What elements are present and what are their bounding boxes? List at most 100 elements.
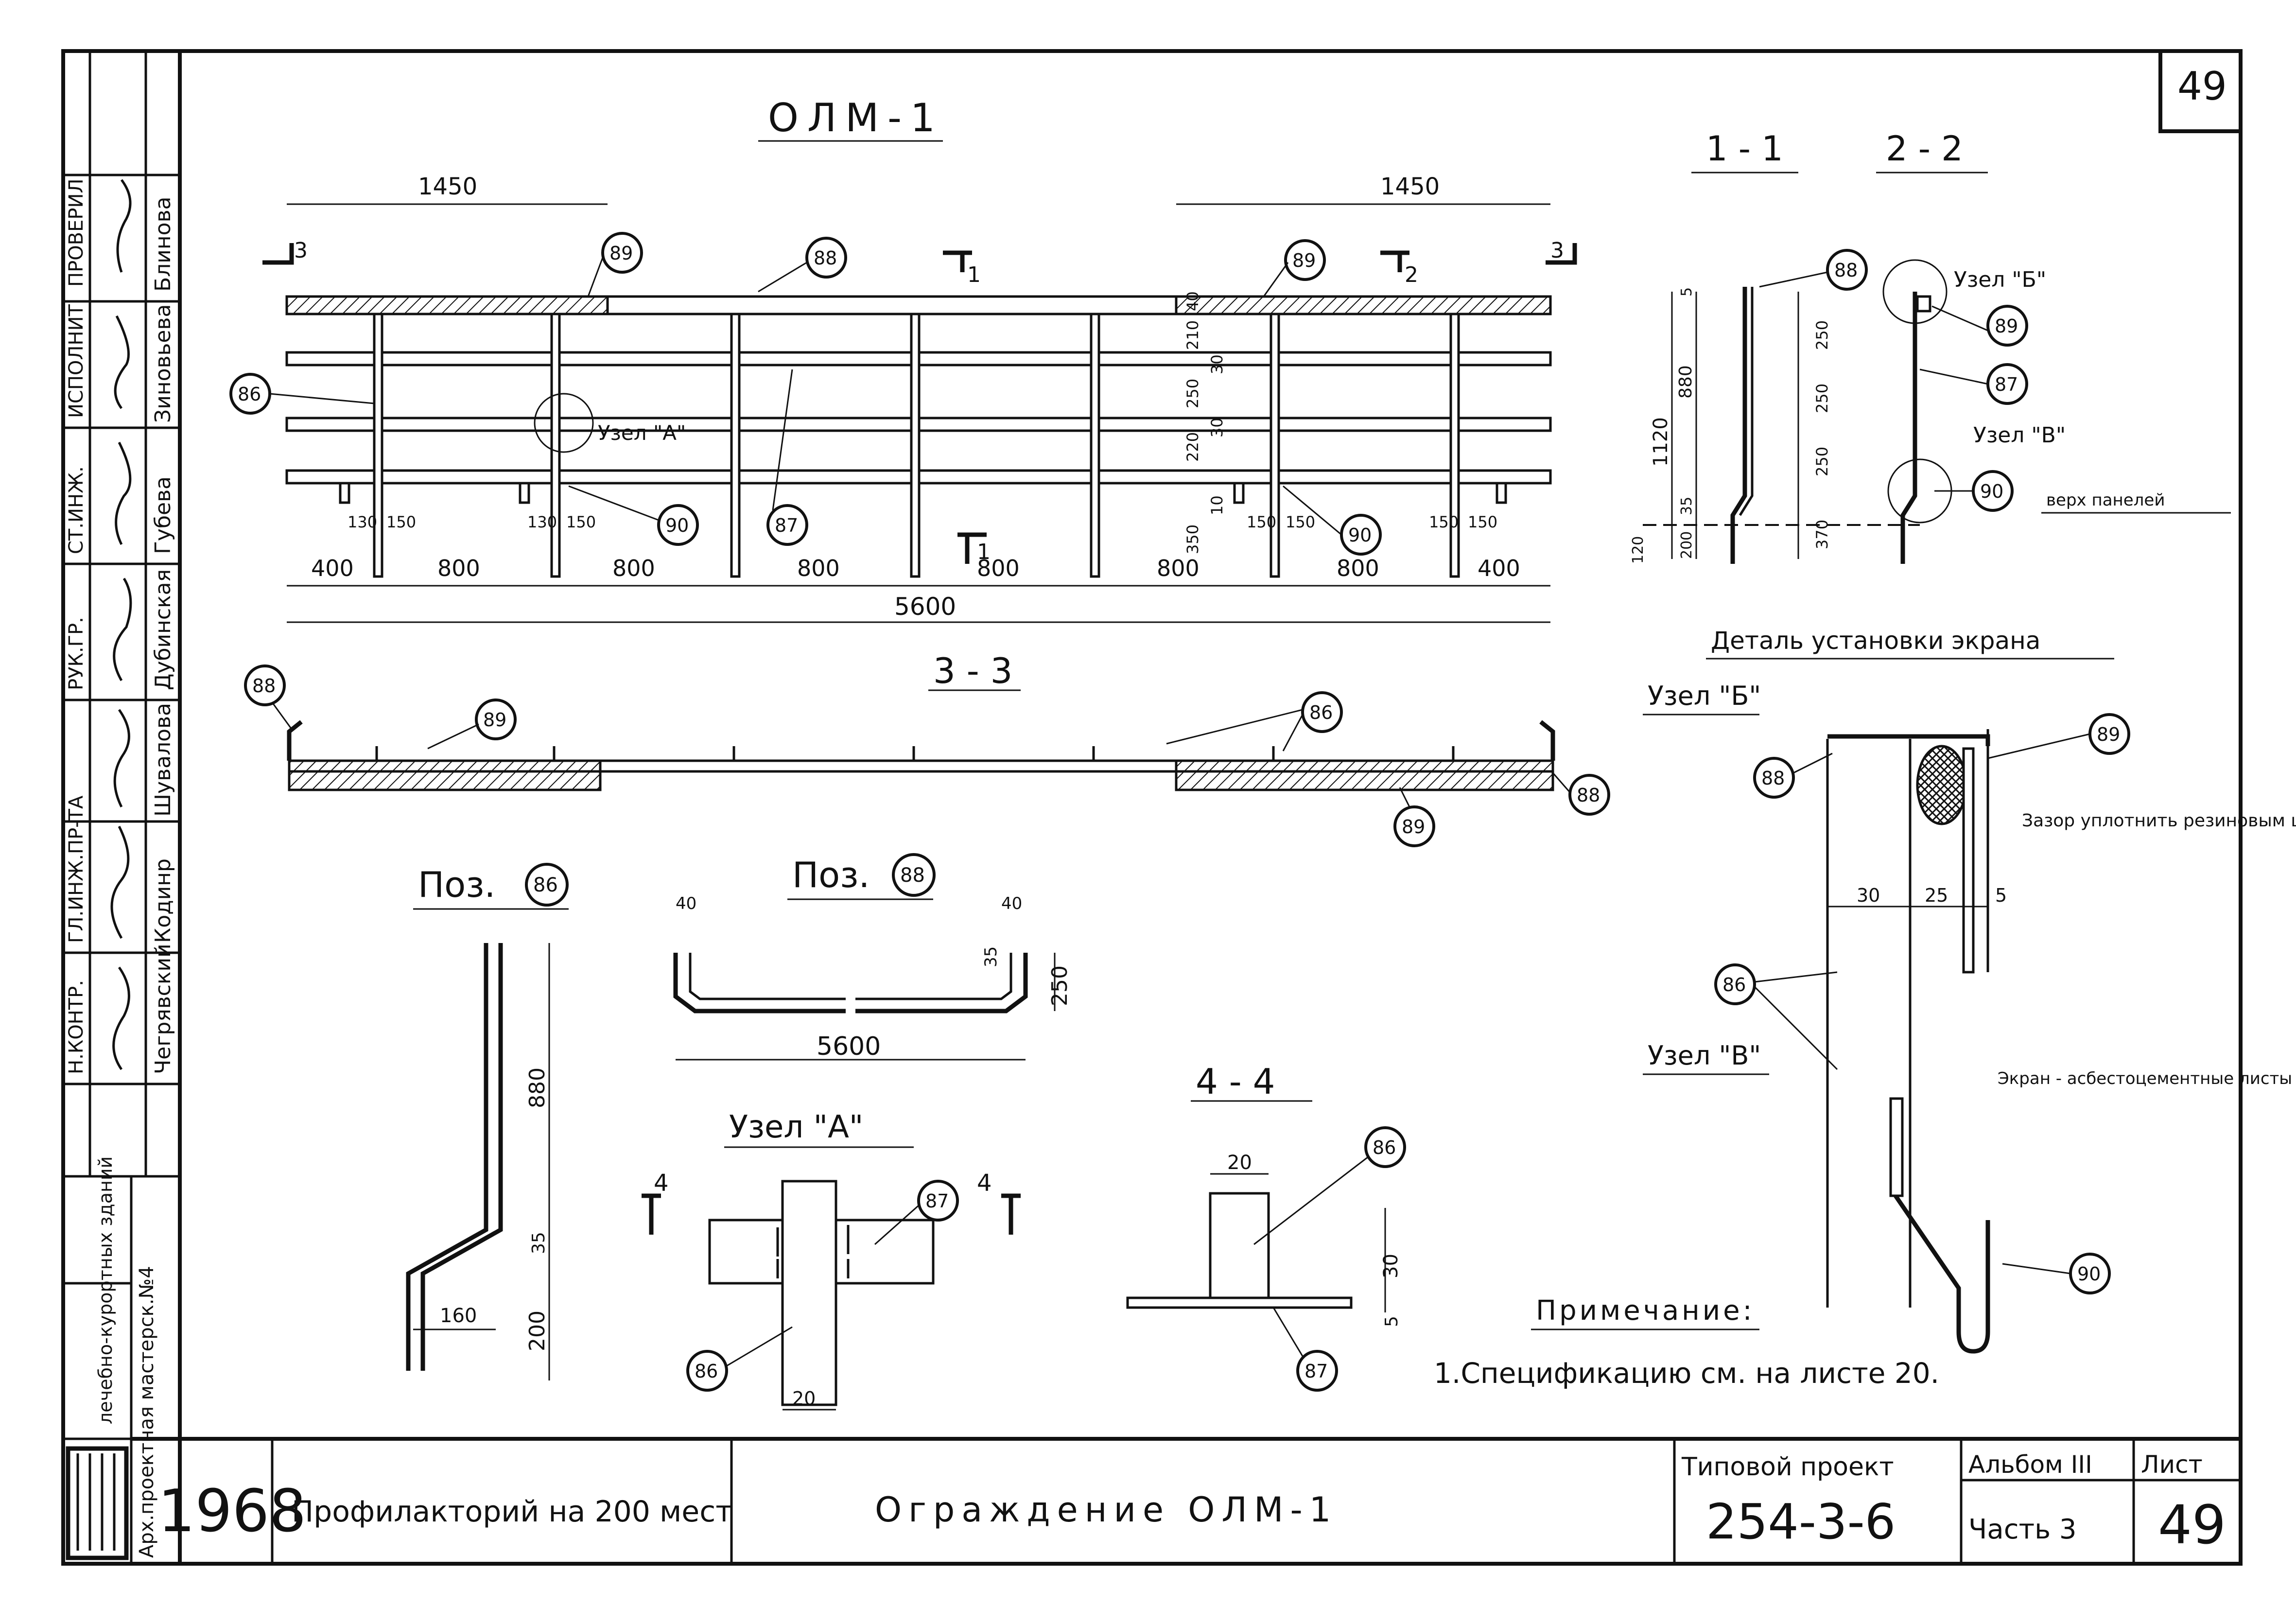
section-33-title: 3 - 3 <box>933 650 1012 691</box>
section-11: 1 - 1 5 880 1120 35 200 120 88 <box>1630 129 1920 564</box>
vdim-3: 250 <box>1183 379 1202 408</box>
main-callout-86: 86 <box>238 384 261 405</box>
main-callouts: 89 88 89 86 87 90 90 <box>229 232 1382 556</box>
pos88-dim-250: 250 <box>1047 965 1072 1006</box>
s22-callout-89: 89 <box>1995 315 2018 337</box>
main-view: ОЛМ-1 Узел "А" 1450 <box>229 95 1577 623</box>
node-a-detail: Узел "А" 20 4 4 87 86 <box>642 1109 1021 1411</box>
stamp-role-6: Н.КОНТР. <box>65 980 87 1074</box>
s33-callout-89a: 89 <box>483 709 506 731</box>
title-part: Часть 3 <box>1968 1514 2077 1545</box>
main-callout-87: 87 <box>775 515 798 536</box>
s22-dim-1: 250 <box>1813 320 1831 350</box>
title-drawing: Ограждение ОЛМ-1 <box>875 1490 1338 1530</box>
detail-dim-5: 5 <box>1995 885 2007 906</box>
node-a-callout-87: 87 <box>925 1190 949 1212</box>
s33-callout-88a: 88 <box>252 675 276 697</box>
vertical-dim-labels: 40 210 250 30 220 30 350 10 <box>1183 291 1226 554</box>
small-dim-8: 150 <box>1468 513 1497 531</box>
org-logo-text: ЦНИИЭП <box>62 1502 76 1558</box>
section-mark-2a: 2 <box>1405 262 1418 287</box>
pos88-dim-40a: 40 <box>676 894 696 913</box>
org-name: лечебно-курортных зданий <box>95 1156 116 1424</box>
s11-dim-880: 880 <box>1676 365 1696 399</box>
main-callout-89a: 89 <box>609 243 633 264</box>
vdim-7: 350 <box>1183 524 1202 554</box>
vdim-2: 210 <box>1183 320 1202 350</box>
pos86-dim-160: 160 <box>440 1305 477 1327</box>
title-album: Альбом III <box>1968 1450 2092 1479</box>
stamp-name-3: Губева <box>151 476 175 554</box>
s33-callout-86: 86 <box>1309 702 1333 723</box>
pos86-dim-880: 880 <box>525 1067 550 1108</box>
detail-dim-25: 25 <box>1925 885 1948 906</box>
pos88-detail: Поз. 88 5600 40 40 35 250 <box>673 853 1072 1061</box>
posts <box>339 313 1507 578</box>
detail-callout-88: 88 <box>1761 768 1785 789</box>
s44-dim-30: 30 <box>1380 1254 1402 1278</box>
stamp-name-4: Дубинская <box>151 569 175 690</box>
vdim-8: 10 <box>1208 495 1226 515</box>
stamp-name-1: Блинова <box>151 197 175 292</box>
section-22-title: 2 - 2 <box>1886 129 1963 169</box>
s44-dim-20: 20 <box>1227 1152 1252 1174</box>
title-type-project-label: Типовой проект <box>1681 1452 1894 1482</box>
main-callout-90b: 90 <box>1348 524 1372 546</box>
title-year: 1968 <box>158 1478 306 1545</box>
s22-dim-2: 250 <box>1813 384 1831 413</box>
dim-bottom-2: 800 <box>437 555 480 581</box>
side-stamp: ПРОВЕРИЛ ИСПОЛНИТ. СТ.ИНЖ. РУК.ГР. ГЛ.ИН… <box>61 49 182 1566</box>
section-mark-1a: 1 <box>967 262 981 287</box>
main-view-title: ОЛМ-1 <box>768 95 944 140</box>
small-dim-1: 130 <box>348 513 377 531</box>
signatures <box>110 179 132 1070</box>
rubber-cord <box>1916 745 1967 825</box>
page-corner-number: 49 <box>2177 64 2227 109</box>
detail-gap-note: Зазор уплотнить резиновым шнуром <box>2022 811 2296 831</box>
small-dim-7: 150 <box>1429 513 1459 531</box>
vdim-6: 30 <box>1208 418 1226 437</box>
pos88-title: Поз. <box>792 855 870 895</box>
main-callout-89b: 89 <box>1292 250 1316 271</box>
s11-callout-88: 88 <box>1834 260 1858 281</box>
pos88-callout: 88 <box>900 864 925 887</box>
small-dim-5: 150 <box>1247 513 1276 531</box>
dim-bottom-5: 800 <box>977 555 1020 581</box>
dim-bottom-1: 400 <box>311 555 354 581</box>
section-marks <box>262 243 1577 564</box>
s22-node-b: Узел "Б" <box>1954 267 2046 292</box>
section-33: 3 - 3 88 89 86 88 89 <box>244 650 1610 847</box>
dim-overall: 5600 <box>894 593 956 621</box>
stamp-name-2: Зиновьева <box>151 304 175 423</box>
node-a-dim-20: 20 <box>792 1388 816 1409</box>
stamp-name-6: Кодинр <box>151 858 175 943</box>
pos86-callout: 86 <box>533 874 558 896</box>
dim-bottom-4: 800 <box>797 555 840 581</box>
title-sheet-number: 49 <box>2158 1494 2226 1556</box>
node-a-title: Узел "А" <box>729 1109 863 1145</box>
dim-bottom-6: 800 <box>1157 555 1200 581</box>
pos86-dim-35: 35 <box>529 1232 549 1254</box>
s22-node-v: Узел "В" <box>1973 423 2066 448</box>
vdim-5: 220 <box>1183 432 1202 462</box>
pos88-dim-5600: 5600 <box>817 1032 881 1061</box>
main-node-a-label: Узел "А" <box>598 421 686 445</box>
stamp-role-2: ИСПОЛНИТ. <box>65 298 87 418</box>
pos88-dim-35: 35 <box>981 946 1001 967</box>
detail-screen-title: Деталь установки экрана <box>1711 627 2040 655</box>
main-callout-90a: 90 <box>665 515 689 536</box>
s11-dim-200: 200 <box>1678 531 1695 559</box>
stamp-name-7: Чегрявский <box>151 943 175 1074</box>
s22-dim-3: 250 <box>1813 447 1831 476</box>
section-22: 2 - 2 250 250 250 370 Узел "Б" Узел "В" … <box>1797 129 2231 564</box>
section-44: 4 - 4 20 30 5 86 87 <box>1126 1061 1406 1392</box>
node-a-mark-4b: 4 <box>977 1170 992 1197</box>
org-logo <box>66 1446 129 1560</box>
vdim-4: 30 <box>1208 354 1226 374</box>
s22-top-of-panels: верх панелей <box>2046 490 2165 510</box>
s44-callout-86: 86 <box>1373 1137 1396 1158</box>
dim-top-left: 1450 <box>418 173 477 200</box>
title-sheet-label: Лист <box>2141 1450 2203 1479</box>
small-dim-4: 150 <box>566 513 596 531</box>
section-mark-3a: 3 <box>294 238 308 263</box>
